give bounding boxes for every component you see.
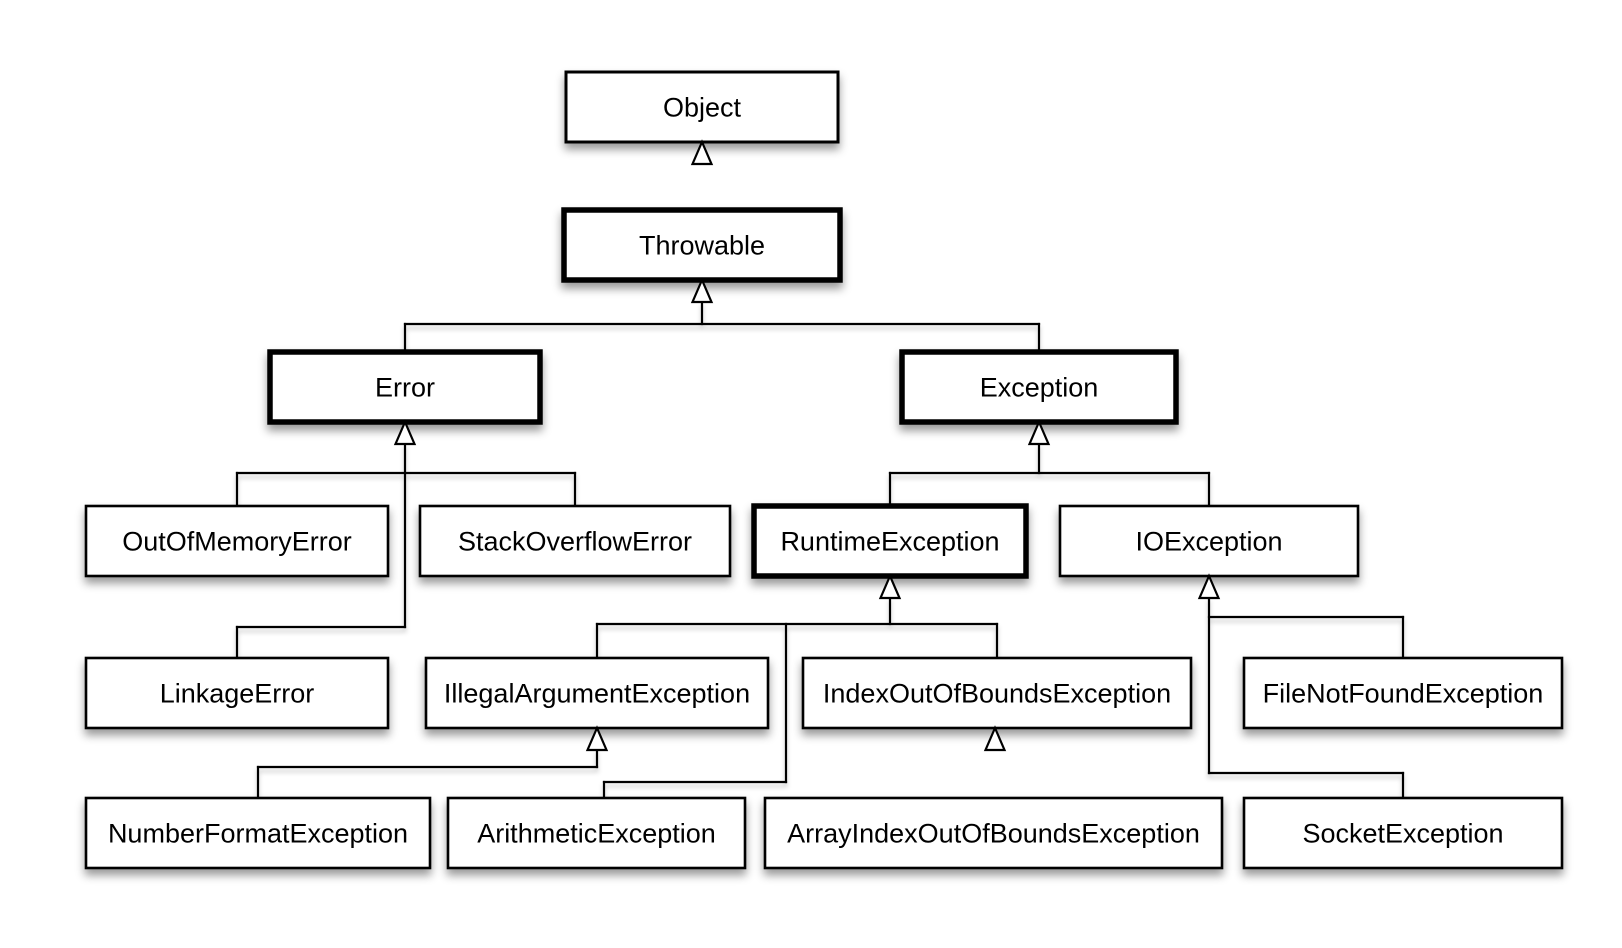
class-label-socket-exception: SocketException [1302,819,1503,849]
class-label-throwable: Throwable [639,231,765,261]
class-box-stack-overflow-error [418,504,732,578]
class-node-file-not-found-exception: FileNotFoundException [1242,656,1564,730]
inheritance-arrow-illegal-argument-exception [585,725,609,752]
class-node-error: Error [267,349,543,425]
inheritance-arrow-runtime-exception [878,573,902,600]
class-box-throwable [561,207,843,283]
class-node-throwable: Throwable [561,207,843,283]
class-label-object: Object [663,93,742,123]
class-node-runtime-exception: RuntimeException [751,503,1029,579]
class-node-stack-overflow-error: StackOverflowError [418,504,732,578]
class-node-illegal-argument-exception: IllegalArgumentException [424,656,770,730]
class-node-linkage-error: LinkageError [84,656,390,730]
class-label-runtime-exception: RuntimeException [780,527,999,557]
class-node-exception: Exception [899,349,1179,425]
edge-throwable [403,300,1041,354]
class-label-index-out-of-bounds-exception: IndexOutOfBoundsException [823,679,1171,709]
inheritance-arrow-io-exception [1197,573,1221,600]
inheritance-arrow-layer [393,139,1221,752]
class-label-illegal-argument-exception: IllegalArgumentException [444,679,750,709]
class-box-linkage-error [84,656,390,730]
class-box-index-out-of-bounds-exception [801,656,1193,730]
class-box-error [267,349,543,425]
class-label-file-not-found-exception: FileNotFoundException [1263,679,1544,709]
class-box-object [564,70,840,144]
class-box-exception [899,349,1179,425]
class-label-arithmetic-exception: ArithmeticException [477,819,716,849]
class-node-object: Object [564,70,840,144]
edge-error [235,442,577,660]
class-label-io-exception: IOException [1135,527,1282,557]
class-node-out-of-memory-error: OutOfMemoryError [84,504,390,578]
class-label-stack-overflow-error: StackOverflowError [458,527,692,557]
inheritance-arrow-error [393,419,417,446]
class-node-number-format-exception: NumberFormatException [84,796,432,870]
class-node-arithmetic-exception: ArithmeticException [446,796,747,870]
edge-runtime-exception [595,596,999,800]
class-label-linkage-error: LinkageError [160,679,315,709]
class-node-socket-exception: SocketException [1242,796,1564,870]
class-box-socket-exception [1242,796,1564,870]
class-node-array-index-out-of-bounds: ArrayIndexOutOfBoundsException [763,796,1224,870]
inheritance-arrow-throwable [690,277,714,304]
class-label-array-index-out-of-bounds: ArrayIndexOutOfBoundsException [787,819,1200,849]
class-node-index-out-of-bounds-exception: IndexOutOfBoundsException [801,656,1193,730]
class-label-exception: Exception [980,373,1099,403]
inheritance-arrow-object [690,139,714,166]
edge-io-exception [1207,596,1405,800]
connector-layer [235,162,1405,800]
class-label-error: Error [375,373,435,403]
class-label-out-of-memory-error: OutOfMemoryError [122,527,352,557]
class-box-number-format-exception [84,796,432,870]
class-box-illegal-argument-exception [424,656,770,730]
class-node-io-exception: IOException [1058,504,1360,578]
edge-exception [888,442,1211,508]
edge-illegal-argument-exception [256,748,599,800]
class-box-out-of-memory-error [84,504,390,578]
class-box-io-exception [1058,504,1360,578]
class-box-file-not-found-exception [1242,656,1564,730]
class-label-number-format-exception: NumberFormatException [108,819,408,849]
inheritance-arrow-exception [1027,419,1051,446]
class-box-array-index-out-of-bounds [763,796,1224,870]
class-box-arithmetic-exception [446,796,747,870]
inheritance-arrow-index-out-of-bounds-exception [983,725,1007,752]
